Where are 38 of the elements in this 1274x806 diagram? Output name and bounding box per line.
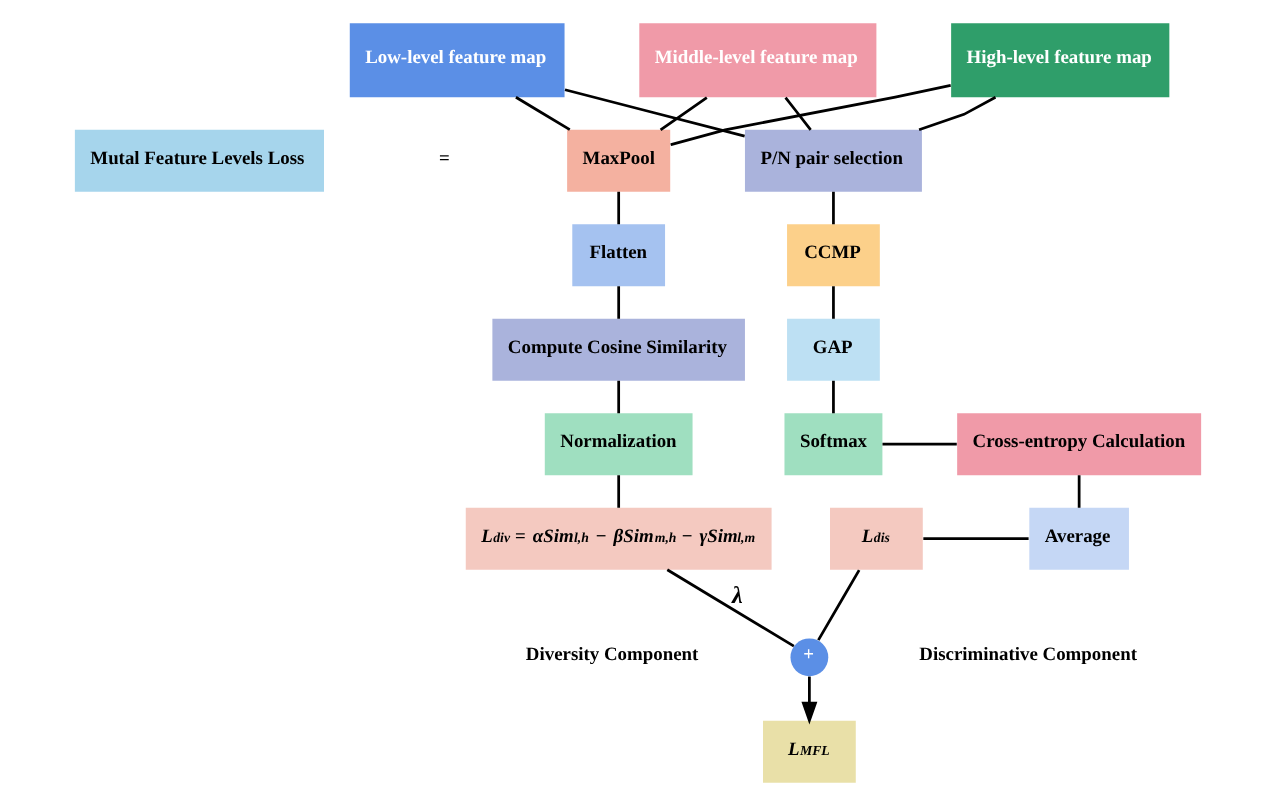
node-box: MaxPool	[566, 129, 670, 192]
arrow	[800, 676, 817, 725]
label: =	[438, 149, 449, 170]
connector	[616, 286, 620, 319]
node-box: Cross-entropy Calculation	[956, 413, 1201, 476]
connector	[922, 537, 1028, 541]
connector	[563, 88, 744, 138]
connector	[881, 442, 956, 446]
node-box: Average	[1028, 507, 1128, 570]
label: Diversity Component	[524, 646, 698, 667]
node-box: CCMP	[786, 224, 879, 287]
connector	[831, 380, 834, 414]
node-box: Flatten	[571, 224, 665, 287]
node-circle: +	[789, 638, 828, 677]
connector	[616, 191, 620, 225]
node-box: Mutal Feature Levels Loss	[73, 129, 323, 192]
node-box: Middle-level feature map	[638, 23, 876, 98]
connector	[665, 568, 794, 648]
connector	[831, 286, 834, 319]
node-box: Compute Cosine Similarity	[491, 318, 744, 381]
node-box: P/N pair selection	[743, 129, 921, 192]
node-box: Low-level feature map	[348, 23, 564, 98]
connector	[917, 95, 996, 132]
connector	[783, 96, 811, 131]
connector	[514, 96, 570, 131]
connector	[831, 191, 834, 225]
connector	[616, 380, 620, 414]
connector	[616, 475, 620, 508]
label: Discriminative Component	[918, 646, 1136, 667]
edge-label: λ	[731, 580, 742, 609]
node-box: GAP	[786, 318, 879, 381]
connector	[658, 96, 707, 131]
connector	[669, 84, 950, 147]
node-box: Softmax	[783, 413, 882, 476]
connector	[816, 569, 860, 641]
connector	[1076, 475, 1080, 508]
node-box: Normalization	[543, 413, 692, 476]
node-box: High-level feature map	[950, 23, 1169, 98]
